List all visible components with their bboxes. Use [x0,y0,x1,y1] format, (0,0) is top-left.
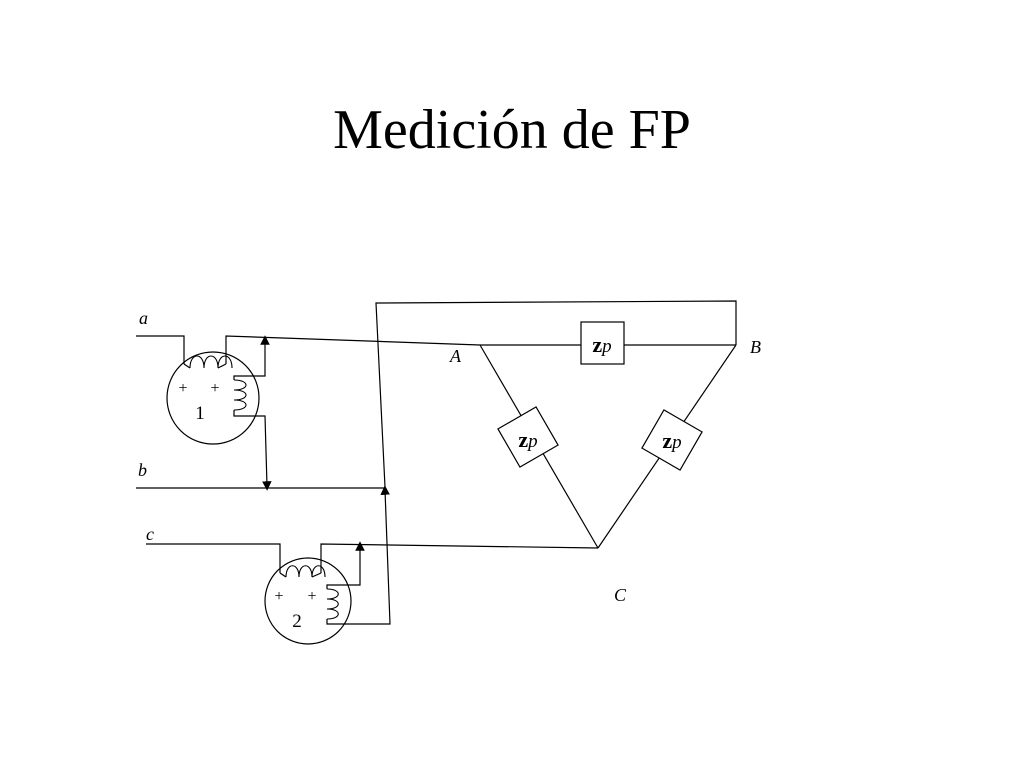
wattmeter-2-voltage-coil-icon [326,588,339,620]
impedance-bc-subscript: p [670,432,682,453]
svg-text:zp: zp [662,428,681,453]
wattmeter-1-plus-left: + [178,380,187,397]
line-b-label: b [138,460,147,480]
svg-text:zp: zp [592,332,611,357]
line-a-wire [136,335,736,364]
impedance-ac-symbol: z [518,427,528,452]
impedance-ac [497,406,559,468]
impedance-bc-symbol: z [662,428,672,453]
node-b-label: B [750,337,761,357]
svg-text:zp: zp [518,427,537,452]
line-c-label: c [146,524,154,544]
wattmeter-1-body [166,351,260,445]
wattmeter-2-plus-right: + [307,588,316,605]
slide-title: Medición de FP [333,99,691,161]
line-c-wire [146,543,599,573]
node-a-label: A [449,346,462,366]
impedance-ac-subscript: p [526,431,538,452]
wattmeter-2-plus-left: + [274,588,283,605]
node-b-return-wire [375,300,737,488]
wattmeter-2-current-coil-icon [285,565,326,578]
wattmeter-1-voltage-coil-icon [233,379,247,411]
wattmeter-2-label: 2 [292,611,302,632]
wattmeter-1: + + 1 [166,335,272,491]
impedance-ab: zp [580,321,625,365]
wattmeter-2: + + 2 [264,485,391,645]
wattmeter-1-label: 1 [195,403,205,424]
wattmeter-2-body [264,557,352,645]
impedance-ab-subscript: p [600,336,612,357]
wattmeter-1-plus-right: + [210,380,219,397]
impedance-ab-symbol: z [592,332,602,357]
wattmeter-1-current-coil-icon [189,355,233,369]
impedance-bc [641,409,703,471]
line-a-label: a [139,308,148,328]
node-c-label: C [614,585,627,605]
